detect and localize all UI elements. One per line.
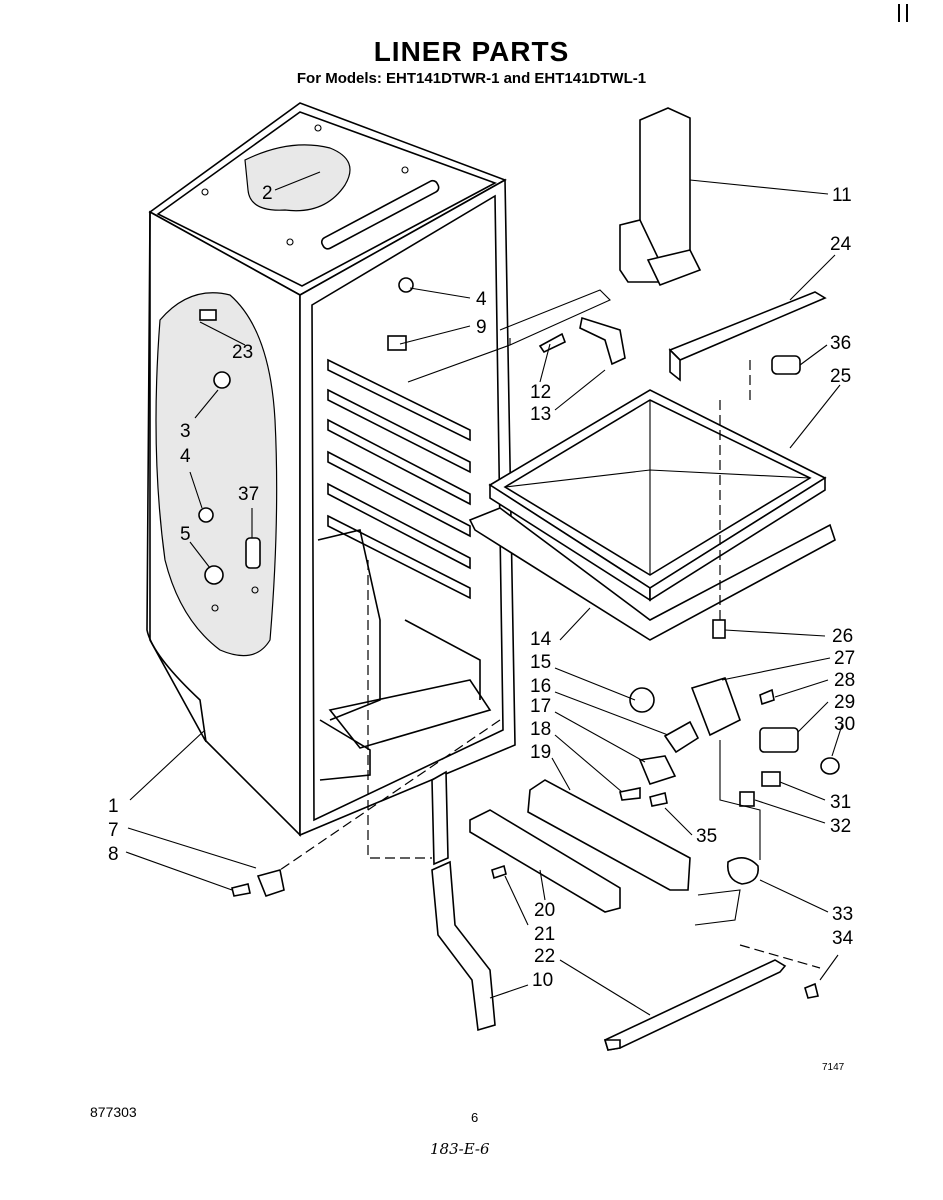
- page-title: LINER PARTS: [373, 36, 570, 67]
- leader-lines: [125, 171, 843, 1016]
- part-12-drawing: [538, 332, 567, 354]
- callout-18: 18: [530, 719, 551, 740]
- corner-registration-mark: [898, 4, 908, 22]
- callout-labels: 1 2 3 4 4 5 7 8 9 10 11 12 13 14 15 16 1…: [108, 183, 855, 991]
- callout-29: 29: [834, 692, 855, 713]
- callout-26: 26: [832, 626, 853, 647]
- callout-19: 19: [530, 742, 551, 763]
- callout-3: 3: [180, 421, 191, 442]
- drawing-id: 7147: [822, 1062, 845, 1073]
- part-7-drawing: [256, 869, 285, 897]
- callout-9: 9: [476, 317, 487, 338]
- liner-shelf-ribs: [327, 358, 471, 600]
- part-25-shelf-drawing: [488, 389, 827, 602]
- part-16-drawing: [663, 720, 700, 754]
- callout-30: 30: [834, 714, 855, 735]
- part-31-drawing: [761, 771, 781, 787]
- part-10-drawing: [431, 770, 496, 1032]
- part-30-drawing: [820, 757, 840, 775]
- callout-15: 15: [530, 652, 551, 673]
- callout-31: 31: [830, 792, 851, 813]
- part-33-drawing: [726, 857, 759, 885]
- callout-35: 35: [696, 826, 717, 847]
- part-22-drawing: [604, 959, 787, 1051]
- callout-7: 7: [108, 820, 119, 841]
- page-number: 6: [471, 1110, 479, 1125]
- part-18-drawing: [619, 787, 641, 801]
- part-32-drawing: [739, 791, 755, 807]
- callout-1: 1: [108, 796, 119, 817]
- handwritten-note: 183-E-6: [430, 1140, 490, 1158]
- part-4-upper-drawing: [398, 277, 414, 293]
- part-26-drawing: [712, 619, 726, 639]
- part-11-duct-drawing: [619, 107, 702, 287]
- callout-25: 25: [830, 366, 851, 387]
- callout-34: 34: [832, 928, 854, 949]
- callout-20: 20: [534, 900, 555, 921]
- callout-32: 32: [830, 816, 851, 837]
- callout-12: 12: [530, 382, 551, 403]
- part-15-drawing: [629, 687, 655, 713]
- callout-24: 24: [830, 234, 852, 255]
- part-27-drawing: [690, 677, 741, 737]
- callout-16: 16: [530, 676, 551, 697]
- cabinet-liner-drawing: [146, 102, 516, 837]
- part-8-drawing: [231, 883, 251, 897]
- callout-33: 33: [832, 904, 853, 925]
- callout-13: 13: [530, 404, 551, 425]
- callout-4-upper: 4: [476, 289, 487, 310]
- callout-2: 2: [262, 183, 273, 204]
- callout-11: 11: [832, 185, 852, 206]
- part-21-drawing: [491, 864, 507, 880]
- part-36-drawing: [771, 355, 801, 375]
- callout-14: 14: [530, 629, 552, 650]
- callout-17: 17: [530, 696, 551, 717]
- part-29-drawing: [759, 727, 799, 753]
- callout-8: 8: [108, 844, 119, 865]
- callout-23: 23: [232, 342, 253, 363]
- part-13-drawing: [579, 316, 626, 366]
- callout-21: 21: [534, 924, 555, 945]
- part-34-drawing: [804, 982, 819, 999]
- part-17-drawing: [638, 755, 677, 785]
- part-19-drawing: [527, 779, 691, 891]
- callout-5: 5: [180, 524, 191, 545]
- callout-4-lower: 4: [180, 446, 191, 467]
- part-14-shelf-frame-drawing: [468, 507, 836, 641]
- part-35-drawing: [649, 792, 668, 807]
- part-24-drawing: [668, 291, 827, 361]
- callout-36: 36: [830, 333, 851, 354]
- callout-37: 37: [238, 484, 259, 505]
- page-subtitle: For Models: EHT141DTWR-1 and EHT141DTWL-…: [296, 70, 647, 87]
- callout-27: 27: [834, 648, 855, 669]
- part-28-drawing: [759, 688, 775, 706]
- callout-10: 10: [532, 970, 553, 991]
- callout-28: 28: [834, 670, 855, 691]
- callout-22: 22: [534, 946, 555, 967]
- part-20-drawing: [469, 809, 621, 913]
- document-number: 877303: [90, 1104, 137, 1120]
